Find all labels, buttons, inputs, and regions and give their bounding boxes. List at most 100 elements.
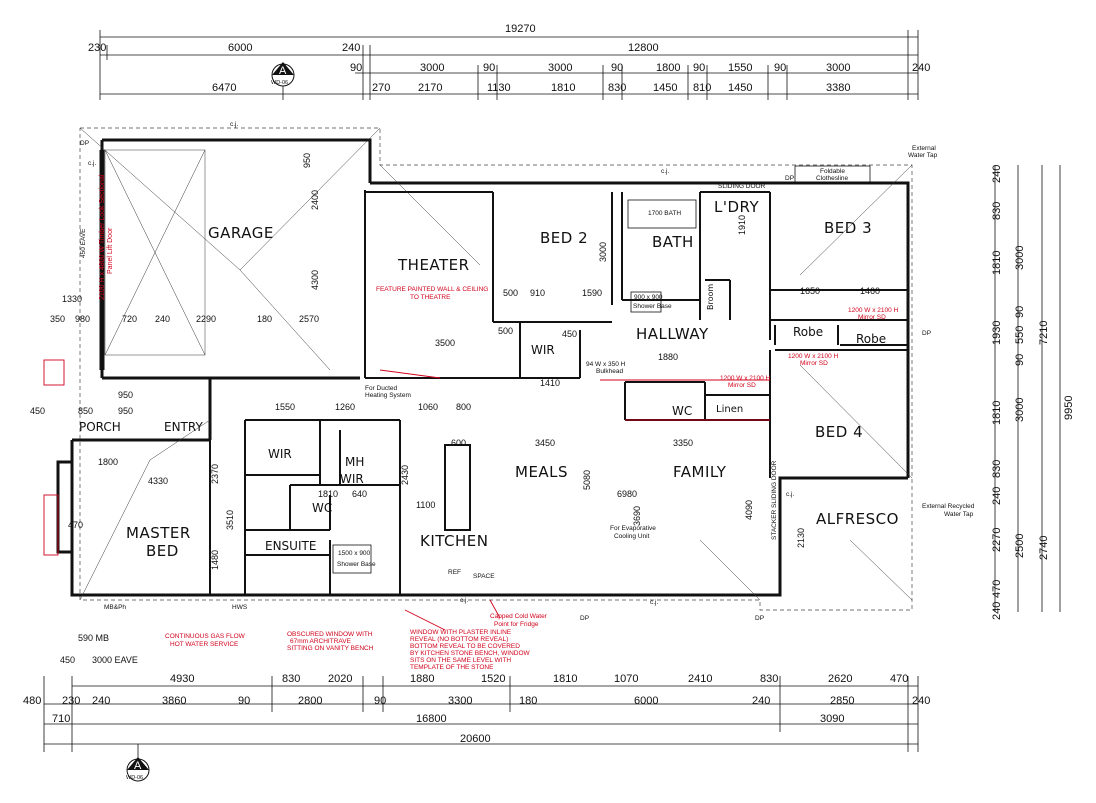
bottom-row1-dim: 2620: [828, 673, 852, 685]
evap-note: For Evaporative: [610, 525, 656, 532]
room-meals: MEALS: [515, 463, 568, 481]
interior-dimensions: 950 2400 4300 3500 500 910 1590 500 450 …: [210, 153, 880, 570]
top-row3-dim: 1450: [728, 82, 752, 94]
bottom-row3-dim: 16800: [416, 713, 447, 725]
bottom-row2-dim: 240: [92, 695, 110, 707]
top-row3-dim: 3380: [826, 82, 850, 94]
section-mark-bottom: A WD-06: [126, 744, 150, 782]
left-dim: 3000 EAVE: [92, 655, 138, 665]
bottom-row1-dim: 830: [760, 673, 778, 685]
dim: 800: [456, 402, 471, 412]
space-note: SPACE: [473, 573, 495, 580]
dim: 500: [503, 288, 518, 298]
room-porch: PORCH: [79, 420, 121, 434]
cj-note-4: c.j.: [650, 599, 659, 606]
dim: 1810: [318, 489, 338, 499]
room-bath: BATH: [652, 233, 694, 251]
bottom-row1-dim: 1520: [481, 673, 505, 685]
dim: 1100: [416, 500, 435, 510]
right-dimensions: 240 830 1810 1930 1810 830 240 2270 470 …: [991, 165, 1075, 620]
gas-note-2: HOT WATER SERVICE: [170, 641, 239, 648]
bottom-row2-dim: 180: [519, 695, 537, 707]
room-master-bed: BED: [146, 542, 179, 560]
bottom-row2-dim: 6000: [634, 695, 658, 707]
room-bed2: BED 2: [540, 229, 588, 247]
cj-note-5: c.j.: [786, 491, 795, 498]
bottom-total-dim: 20600: [460, 733, 491, 745]
dim: 1060: [418, 402, 438, 412]
top-row2-dim: 1550: [728, 62, 752, 74]
left-dim: 4330: [148, 476, 168, 486]
dim: 910: [530, 288, 545, 298]
shower-note-2: 1500 x 900: [338, 550, 371, 557]
left-dim: 180: [257, 314, 272, 324]
cj-note: c.j.: [230, 121, 239, 128]
dim: 950: [302, 153, 312, 168]
bottom-row2-dim: 240: [752, 695, 770, 707]
room-garage: GARAGE: [208, 224, 274, 242]
dim: 1910: [737, 215, 747, 235]
right-dim: 1810: [991, 251, 1003, 275]
bottom-row1-dim: 1810: [553, 673, 577, 685]
right-dim: 830: [991, 460, 1003, 478]
dim: 3450: [535, 438, 555, 448]
mirror-note-1b: Mirror SD: [858, 314, 886, 321]
ref-note: REF: [448, 569, 461, 576]
top-row2-dim: 3000: [420, 62, 444, 74]
plaster-note-2: REVEAL (NO BOTTOM REVEAL): [410, 636, 508, 643]
shower-note-2b: Shower Base: [337, 561, 376, 568]
right-dim: 90: [1014, 354, 1026, 366]
top-row2-dim: 90: [693, 62, 705, 74]
room-family: FAMILY: [673, 463, 727, 481]
notes: FEATURE PAINTED WALL & CEILING TO THEATR…: [80, 121, 975, 671]
bath-tub-label: 1700 BATH: [648, 210, 681, 217]
top-row3-dim: 830: [608, 82, 626, 94]
room-kitchen: KITCHEN: [420, 532, 489, 550]
top-row3-dim: 270: [372, 82, 390, 94]
bulkhead-note: 94 W x 350 H: [586, 361, 626, 368]
top-row1-dim: 230: [88, 42, 106, 54]
room-laundry: L'DRY: [714, 198, 759, 216]
top-row3-dim: 810: [693, 82, 711, 94]
obscured-note-3: SITTING ON VANITY BENCH: [287, 645, 374, 652]
ext-recycled-note-2: Water Tap: [944, 511, 974, 518]
dim: 2370: [210, 464, 220, 484]
plaster-note-6: TEMPLATE OF THE STONE: [410, 664, 494, 671]
feature-wall-note: FEATURE PAINTED WALL & CEILING: [376, 286, 488, 293]
left-dim: 450: [30, 406, 45, 416]
room-wc-2: WC: [672, 404, 692, 418]
cold-water-note: Capped Cold Water: [490, 613, 548, 620]
room-bed4: BED 4: [815, 423, 863, 441]
left-dim: 470: [68, 520, 83, 530]
left-dim: 720: [122, 314, 137, 324]
right-dim: 2270: [991, 528, 1003, 552]
section-letter: A: [279, 65, 287, 77]
garage-door-note: 2100 H x 4800 W Timber Look Sectional: [99, 174, 106, 300]
bottom-row3-dim: 3090: [820, 713, 844, 725]
mirror-note-3b: Mirror SD: [728, 382, 756, 389]
top-row2-dim: 1800: [656, 62, 680, 74]
left-dim: 350: [50, 314, 65, 324]
ext-tap-note-2: Water Tap: [908, 152, 938, 159]
left-dim: 2570: [299, 314, 319, 324]
dim: 5080: [582, 470, 592, 490]
bottom-row2-dim: 3860: [162, 695, 186, 707]
right-dim: 1810: [991, 401, 1003, 425]
top-dimensions: 19270 230 6000 240 12800 90 3000 90 3000…: [88, 23, 930, 100]
room-mh: MH: [345, 455, 364, 469]
top-row3-dim: 1450: [653, 82, 677, 94]
mirror-note-2b: Mirror SD: [800, 360, 828, 367]
clothesline-note-2: Clothesline: [816, 175, 849, 182]
bottom-row1-dim: 2020: [328, 673, 352, 685]
evap-note-2: Cooling Unit: [614, 533, 650, 540]
bottom-row1-dim: 1070: [614, 673, 638, 685]
ext-tap-note: External: [912, 145, 936, 152]
bottom-row2-dim: 90: [238, 695, 250, 707]
plaster-note-4: BY KITCHEN STONE BENCH, WINDOW: [410, 650, 531, 657]
top-row1-dim: 12800: [628, 42, 659, 54]
room-alfresco: ALFRESCO: [816, 510, 899, 528]
dim: 500: [498, 326, 513, 336]
cold-water-note-2: Point for Fridge: [494, 621, 539, 628]
mbph-note: MB&Ph: [104, 604, 126, 611]
ext-recycled-note: External Recycled: [922, 503, 975, 510]
